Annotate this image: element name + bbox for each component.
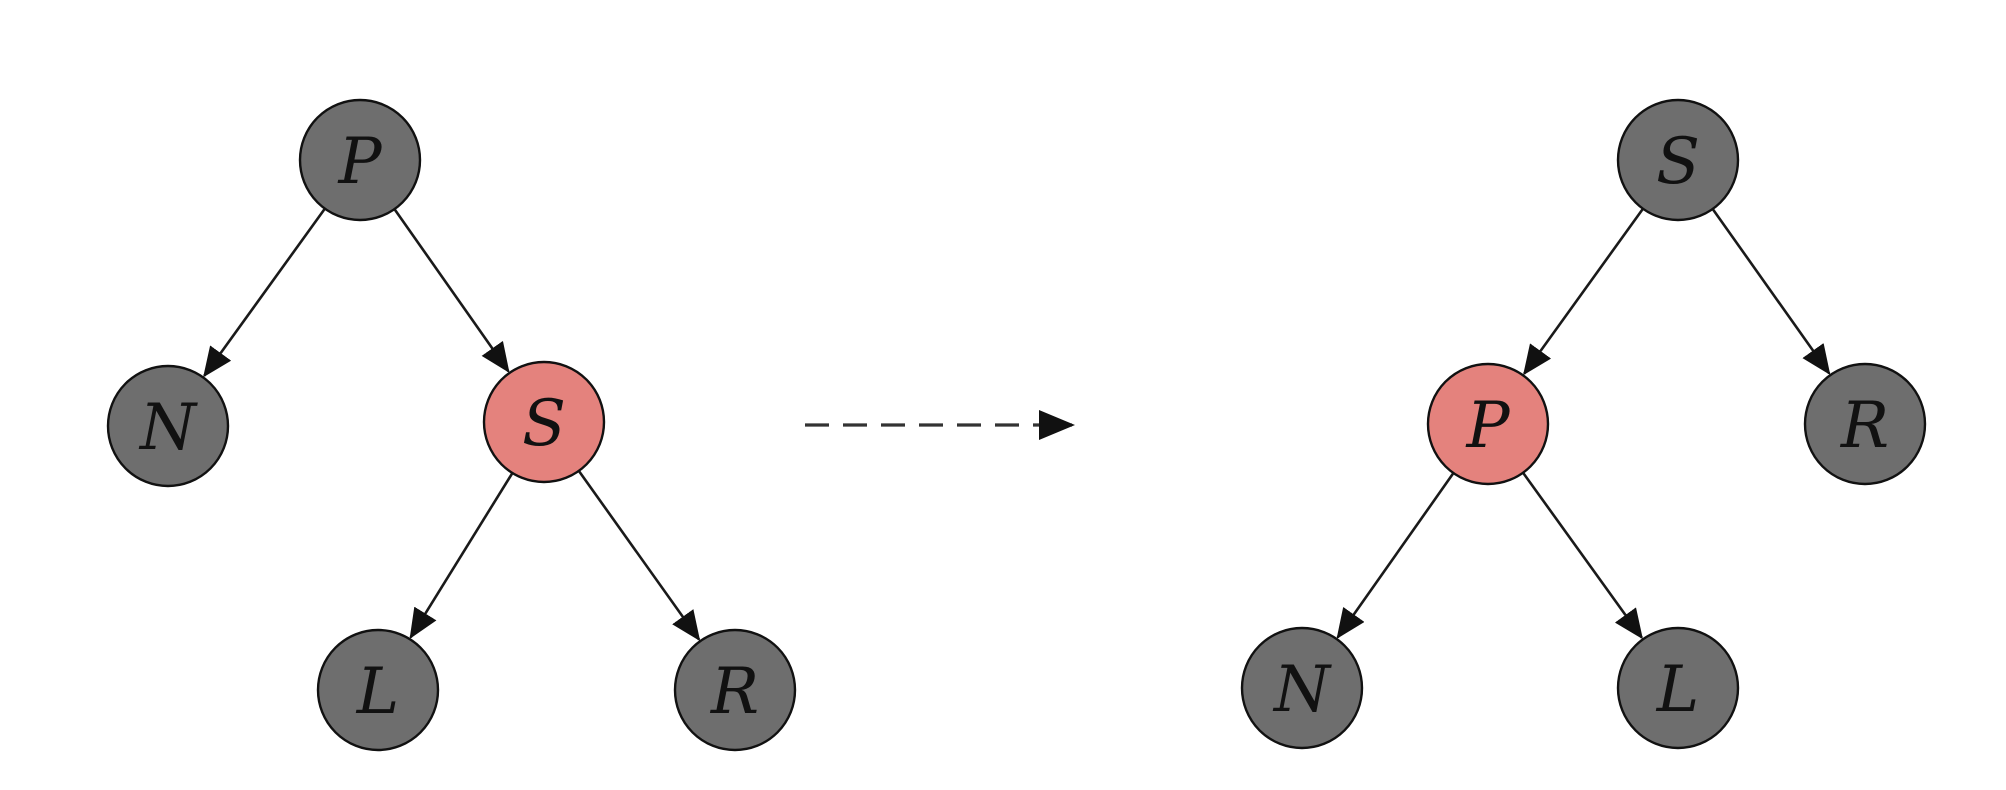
before-node-L: L	[316, 628, 440, 752]
after-node-N: N	[1240, 626, 1364, 750]
before-node-R-label: R	[710, 655, 759, 729]
before-edge-P-to-N	[203, 207, 326, 378]
before-node-P: P	[298, 98, 422, 222]
before-node-N-label: N	[138, 391, 198, 465]
after-node-L-circle	[1616, 626, 1740, 750]
before-node-N: N	[106, 364, 230, 488]
before-node-L-label: L	[356, 655, 400, 729]
before-edge-S-to-L	[409, 472, 514, 639]
before-edge-P-to-S	[393, 208, 510, 373]
after-node-R-label: R	[1840, 389, 1889, 463]
after-node-R: R	[1803, 362, 1927, 486]
after-node-R-circle	[1803, 362, 1927, 486]
nodes-layer: P N S L R S P R N L	[106, 98, 1927, 752]
after-node-P: P	[1426, 362, 1550, 486]
before-node-S-label: S	[522, 387, 566, 461]
after-edge-S-to-P	[1523, 207, 1645, 376]
before-edge-S-to-R	[577, 470, 701, 642]
before-node-N-circle	[106, 364, 230, 488]
before-node-S: S	[482, 360, 606, 484]
after-node-S-label: S	[1656, 125, 1700, 199]
before-node-R-circle	[673, 628, 797, 752]
before-node-S-circle	[482, 360, 606, 484]
after-node-N-circle	[1240, 626, 1364, 750]
after-node-L: L	[1616, 626, 1740, 750]
before-node-R: R	[673, 628, 797, 752]
after-node-P-label: P	[1465, 389, 1510, 463]
after-node-P-circle	[1426, 362, 1550, 486]
before-node-P-label: P	[337, 125, 382, 199]
edges-layer	[203, 207, 1831, 642]
after-node-L-label: L	[1656, 653, 1700, 727]
after-node-N-label: N	[1272, 653, 1332, 727]
after-edge-P-to-N	[1336, 472, 1455, 639]
after-edge-S-to-R	[1711, 208, 1831, 376]
after-node-S: S	[1616, 98, 1740, 222]
before-node-L-circle	[316, 628, 440, 752]
after-edge-P-to-L	[1521, 471, 1643, 640]
before-node-P-circle	[298, 98, 422, 222]
after-node-S-circle	[1616, 98, 1740, 222]
